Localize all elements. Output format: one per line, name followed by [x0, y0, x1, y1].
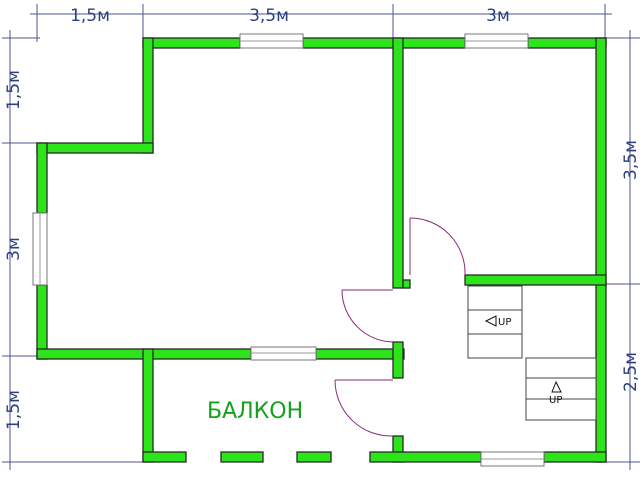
dimension-lines: [2, 4, 640, 470]
dim-top-3: 3м: [486, 6, 510, 26]
dim-left-1: 1,5м: [4, 70, 24, 110]
stair-up-label-1: UP: [498, 317, 511, 328]
wall-balcony-seg-3: [296, 451, 332, 463]
wall-balcony-seg-1: [142, 451, 187, 463]
balcony-label: БАЛКОН: [207, 399, 303, 424]
wall-balcony-left: [142, 348, 154, 463]
wall-left-b: [36, 284, 48, 360]
wall-balcony-seg-4: [369, 451, 482, 463]
wall-room-bottom-b: [315, 348, 405, 360]
wall-right: [595, 37, 607, 463]
wall-top-mid: [302, 37, 466, 49]
wall-left-upper: [142, 37, 154, 154]
stairs: UP UP: [467, 285, 597, 421]
wall-bottom-right: [543, 451, 607, 463]
stair-up-label-2: UP: [549, 395, 562, 406]
wall-left-a: [36, 142, 48, 214]
door-swing-right-room: [409, 217, 466, 276]
wall-stair-top: [464, 274, 607, 286]
walls: [36, 37, 607, 463]
wall-step: [36, 142, 154, 154]
wall-balcony-seg-2: [220, 451, 264, 463]
dim-left-2: 3м: [4, 237, 24, 261]
wall-stair-top-left: [402, 279, 411, 289]
wall-top-left: [142, 37, 241, 49]
doors: [334, 217, 466, 437]
dim-right-2: 2,5м: [621, 352, 641, 392]
dim-right-1: 3,5м: [621, 140, 641, 180]
windows: [32, 33, 545, 467]
wall-mid-lower: [392, 341, 404, 379]
wall-mid-upper: [392, 37, 404, 289]
stair-arrow-icon-1: [484, 315, 497, 327]
dim-top-2: 3,5м: [249, 6, 289, 26]
dim-top-1: 1,5м: [70, 6, 110, 26]
door-swing-left-room: [341, 289, 394, 343]
stair-arrow-icon-2: [551, 380, 562, 393]
door-swing-balcony: [334, 379, 394, 437]
stair-flight-2: [525, 357, 597, 421]
dim-left-3: 1,5м: [4, 390, 24, 430]
wall-top-right: [527, 37, 607, 49]
